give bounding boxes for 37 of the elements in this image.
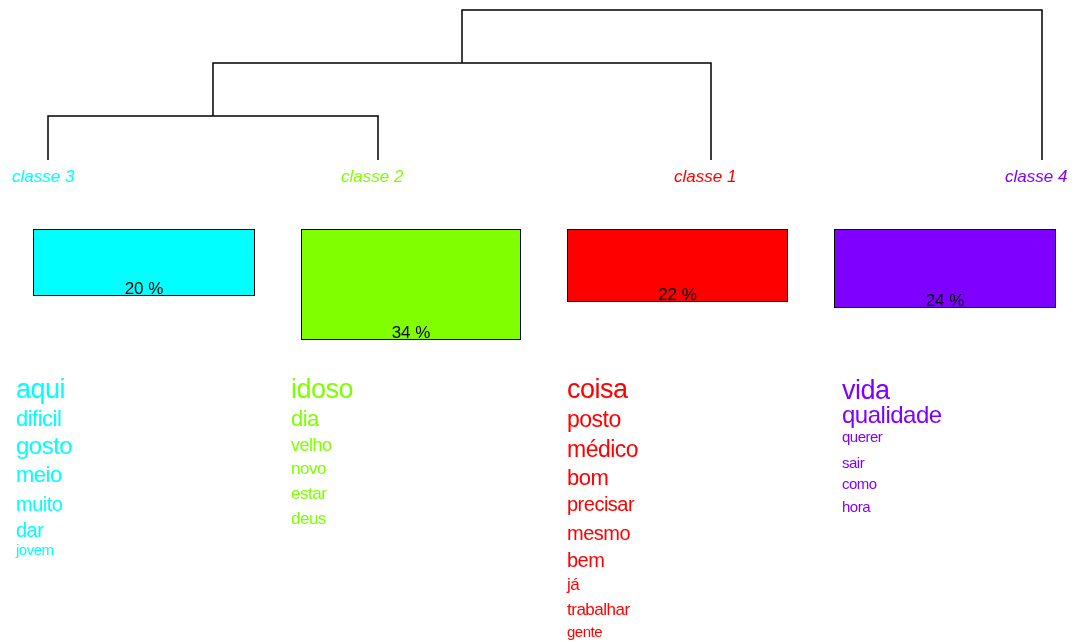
keyword-text: dia bbox=[291, 408, 319, 430]
percentage-value: 20 % bbox=[124, 279, 164, 299]
keyword-text: trabalhar bbox=[567, 601, 630, 618]
keyword-text: velho bbox=[291, 436, 332, 454]
percentage-value: 24 % bbox=[925, 291, 965, 311]
keyword-text: querer bbox=[842, 429, 883, 444]
keyword-text: gente bbox=[567, 624, 603, 639]
keyword-text: hora bbox=[842, 499, 871, 514]
class-label: classe 3 bbox=[12, 167, 75, 187]
keyword-text: dar bbox=[16, 520, 44, 540]
keyword-text: bem bbox=[567, 550, 605, 570]
keyword-text: vida bbox=[842, 377, 890, 404]
keyword-text: já bbox=[567, 576, 580, 593]
keyword-text: sair bbox=[842, 455, 865, 470]
percentage-value: 22 % bbox=[658, 285, 697, 305]
keyword-text: coisa bbox=[567, 376, 628, 403]
keyword-text: mesmo bbox=[567, 523, 631, 543]
keyword-text: deus bbox=[291, 510, 326, 527]
keyword-text: precisar bbox=[567, 494, 635, 514]
keyword-text: idoso bbox=[291, 376, 354, 403]
keyword-text: qualidade bbox=[842, 403, 942, 427]
percentage-value: 34 % bbox=[391, 323, 431, 343]
keyword-text: meio bbox=[16, 464, 62, 486]
keyword-text: novo bbox=[291, 460, 326, 477]
class-label: classe 4 bbox=[1005, 167, 1068, 187]
keyword-text: muito bbox=[16, 494, 63, 514]
class-label: classe 1 bbox=[674, 167, 737, 187]
keyword-text: jovem bbox=[16, 542, 54, 557]
keyword-text: gosto bbox=[16, 434, 73, 458]
keyword-text: estar bbox=[291, 485, 327, 502]
class-label: classe 2 bbox=[341, 167, 404, 187]
keyword-text: bom bbox=[567, 467, 609, 489]
keyword-text: posto bbox=[567, 408, 621, 431]
keyword-text: como bbox=[842, 476, 877, 491]
keyword-text: aqui bbox=[16, 376, 66, 403]
keyword-text: médico bbox=[567, 438, 639, 461]
keyword-text: dificil bbox=[16, 408, 62, 430]
